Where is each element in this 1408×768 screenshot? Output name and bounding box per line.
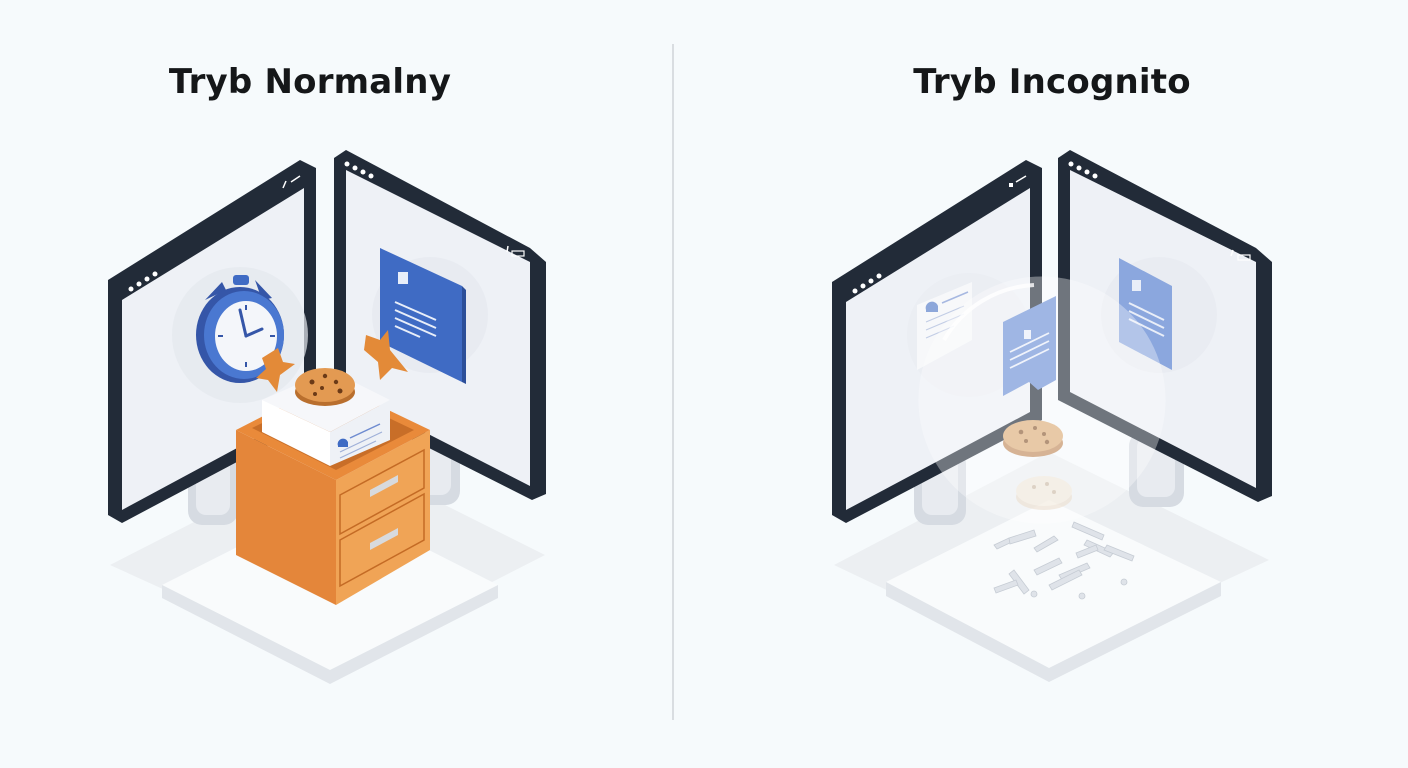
normal-mode-panel: Tryb Normalny — [108, 62, 546, 684]
profile-card-faded — [907, 273, 1031, 397]
star-icon-right — [364, 330, 408, 380]
cookie-icon — [295, 368, 355, 406]
clock-icon — [172, 267, 308, 403]
center-divider — [672, 44, 674, 720]
cookie-icon — [1003, 420, 1063, 457]
document-icon-faded — [1101, 257, 1217, 373]
incognito-mode-title: Tryb Incognito — [913, 62, 1191, 102]
normal-mode-title: Tryb Normalny — [168, 62, 452, 102]
star-icon-left — [256, 348, 295, 392]
incognito-mode-illustration — [832, 150, 1272, 682]
privacy-bubble — [918, 276, 1166, 524]
cookie-icon-faded — [1016, 476, 1072, 510]
shredded-pieces — [993, 521, 1135, 600]
chat-document-icon — [1003, 296, 1056, 396]
normal-mode-illustration — [108, 150, 546, 684]
incognito-mode-panel: Tryb Incognito — [704, 0, 1408, 768]
document-icon — [372, 248, 488, 384]
